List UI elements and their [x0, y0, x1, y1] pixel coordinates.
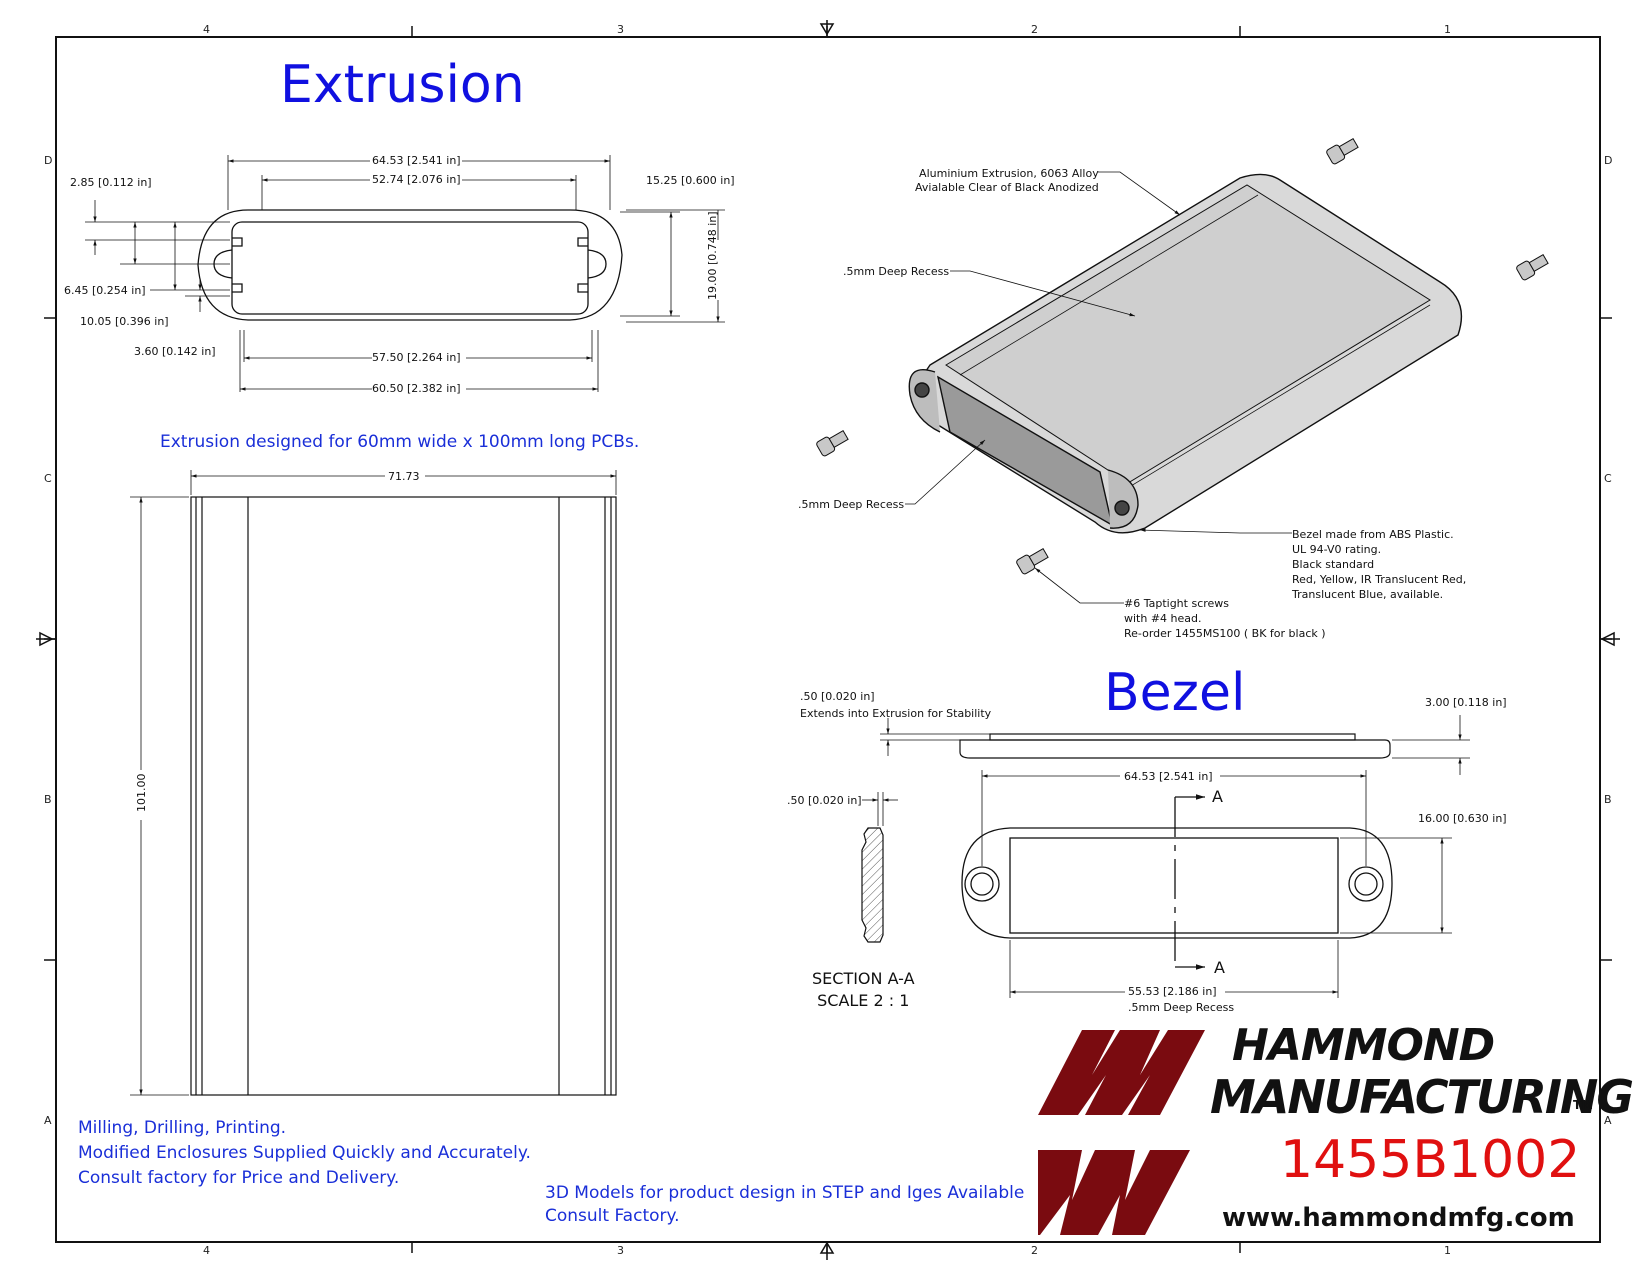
- dim-19-00: 19.00 [0.748 in]: [706, 211, 719, 300]
- dim-57-50: 57.50 [2.264 in]: [372, 351, 461, 364]
- zone-right-b: B: [1604, 793, 1612, 806]
- bezel-top-dims: [880, 715, 1470, 775]
- dim-section-0-50: .50 [0.020 in]: [787, 794, 862, 807]
- zone-bottom-3: 3: [617, 1244, 624, 1257]
- section-scale: SCALE 2 : 1: [817, 991, 910, 1010]
- zone-left-c: C: [44, 472, 52, 485]
- dim-15-25: 15.25 [0.600 in]: [646, 174, 735, 187]
- callout-extrusion: Aluminium Extrusion, 6063 Alloy Avialabl…: [915, 167, 1099, 195]
- callout-recess-front: .5mm Deep Recess: [798, 498, 905, 511]
- dim-3-00: 3.00 [0.118 in]: [1425, 696, 1507, 709]
- isometric-enclosure: [908, 173, 1463, 534]
- bezel-lip-dim: .50 [0.020 in]: [800, 690, 875, 703]
- zone-right-d: D: [1604, 154, 1613, 167]
- brand-line2: MANUFACTURING: [1210, 1070, 1634, 1124]
- extrusion-title: Extrusion: [280, 55, 525, 115]
- dim-6-45: 6.45 [0.254 in]: [64, 284, 146, 297]
- trademark: TM: [1573, 1098, 1594, 1112]
- bezel-front-view: [961, 794, 1393, 970]
- section-dims: [862, 792, 898, 826]
- zone-left-a: A: [44, 1114, 52, 1127]
- callout-bezel-line2: UL 94-V0 rating.: [1292, 543, 1382, 556]
- dim-55-53: 55.53 [2.186 in]: [1128, 985, 1217, 998]
- extrusion-dimension-lines: [85, 155, 725, 392]
- callout-screws: #6 Taptight screws with #4 head. Re-orde…: [1124, 596, 1326, 641]
- callout-bezel-line1: Bezel made from ABS Plastic.: [1292, 528, 1454, 541]
- extrusion-side-view: [190, 496, 617, 1096]
- services-line3: Consult factory for Price and Delivery.: [78, 1168, 400, 1188]
- hammond-logo-mark: [1038, 1030, 1205, 1235]
- dim-bezel-64-53: 64.53 [2.541 in]: [1124, 770, 1213, 783]
- screws: [816, 137, 1549, 575]
- pcb-note: Extrusion designed for 60mm wide x 100mm…: [160, 432, 640, 452]
- centering-marks: [36, 20, 1620, 1260]
- services-line1: Milling, Drilling, Printing.: [78, 1118, 287, 1138]
- zone-top-3: 3: [617, 23, 624, 36]
- callout-screws-line1: #6 Taptight screws: [1124, 597, 1230, 610]
- bezel-top-view: [959, 733, 1391, 759]
- brand-line1: HAMMOND: [1232, 1020, 1495, 1071]
- side-view-dims: [130, 470, 617, 1096]
- dim-10-05: 10.05 [0.396 in]: [80, 315, 169, 328]
- zone-right-a: A: [1604, 1114, 1612, 1127]
- extrusion-profile: [197, 209, 623, 321]
- section-label-a-top: A: [1212, 787, 1223, 806]
- dim-64-53: 64.53 [2.541 in]: [372, 154, 461, 167]
- callout-bezel-line3: Black standard: [1292, 558, 1375, 571]
- dim-2-85: 2.85 [0.112 in]: [70, 176, 152, 189]
- dim-71-73: 71.73: [388, 470, 420, 483]
- dim-16-00: 16.00 [0.630 in]: [1418, 812, 1507, 825]
- zone-bottom-1: 1: [1444, 1244, 1451, 1257]
- zone-top-1: 1: [1444, 23, 1451, 36]
- callout-screws-line2: with #4 head.: [1124, 612, 1202, 625]
- section-aa: [861, 827, 884, 943]
- dim-101-00: 101.00: [135, 773, 148, 813]
- bezel-recess-note: .5mm Deep Recess: [1128, 1001, 1235, 1014]
- section-caption: SECTION A-A SCALE 2 : 1: [812, 968, 915, 1012]
- section-title: SECTION A-A: [812, 969, 915, 988]
- part-number: 1455B1002: [1280, 1130, 1581, 1190]
- zone-left-d: D: [44, 154, 53, 167]
- dim-52-74: 52.74 [2.076 in]: [372, 173, 461, 186]
- models-line1: 3D Models for product design in STEP and…: [545, 1183, 1025, 1203]
- bezel-front-dims: [981, 770, 1452, 998]
- services-line2: Modified Enclosures Supplied Quickly and…: [78, 1143, 531, 1163]
- bezel-lip-desc: Extends into Extrusion for Stability: [800, 707, 992, 720]
- callout-bezel-line5: Translucent Blue, available.: [1292, 588, 1444, 601]
- models-line2: Consult Factory.: [545, 1206, 680, 1226]
- dim-3-60: 3.60 [0.142 in]: [134, 345, 216, 358]
- dim-60-50: 60.50 [2.382 in]: [372, 382, 461, 395]
- zone-top-4: 4: [203, 23, 210, 36]
- zone-top-2: 2: [1031, 23, 1038, 36]
- services-note: Milling, Drilling, Printing. Modified En…: [78, 1116, 531, 1191]
- callout-extrusion-line2: Avialable Clear of Black Anodized: [915, 181, 1099, 194]
- bezel-title: Bezel: [1104, 663, 1246, 723]
- zone-right-c: C: [1604, 472, 1612, 485]
- models-note: 3D Models for product design in STEP and…: [545, 1182, 1024, 1228]
- callout-bezel: Bezel made from ABS Plastic. UL 94-V0 ra…: [1292, 527, 1466, 602]
- callout-extrusion-line1: Aluminium Extrusion, 6063 Alloy: [919, 167, 1099, 180]
- callout-recess-top: .5mm Deep Recess: [843, 265, 950, 278]
- bezel-lip-note: .50 [0.020 in] Extends into Extrusion fo…: [800, 688, 991, 722]
- zone-bottom-2: 2: [1031, 1244, 1038, 1257]
- zone-bottom-4: 4: [203, 1244, 210, 1257]
- section-label-a-bottom: A: [1214, 958, 1225, 977]
- zone-left-b: B: [44, 793, 52, 806]
- callout-screws-line3: Re-order 1455MS100 ( BK for black ): [1124, 627, 1326, 640]
- iso-leaders: [905, 171, 1292, 604]
- website: www.hammondmfg.com: [1222, 1203, 1575, 1233]
- callout-bezel-line4: Red, Yellow, IR Translucent Red,: [1292, 573, 1467, 586]
